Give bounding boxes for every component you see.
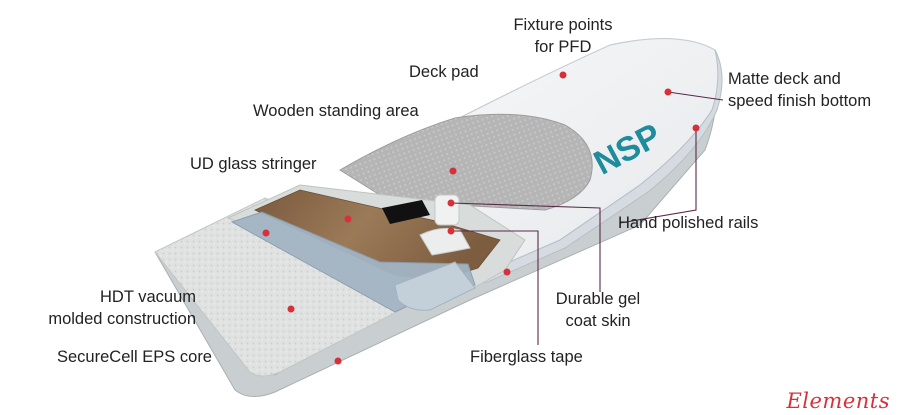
dot-hdt-vacuum: [504, 269, 511, 276]
brand-logo-elements: Elements: [786, 389, 890, 413]
label-matte-deck: Matte deck and speed finish bottom: [728, 68, 871, 112]
dot-matte-deck: [665, 89, 672, 96]
label-durable-gel: Durable gel coat skin: [543, 288, 653, 332]
label-fiberglass-tape: Fiberglass tape: [470, 346, 583, 368]
label-securecell-core: SecureCell EPS core: [57, 346, 212, 368]
dot-rails: [693, 125, 700, 132]
dot-fiberglass-tape: [448, 228, 455, 235]
label-hdt-vacuum: HDT vacuum molded construction: [10, 286, 196, 330]
dot-deck-pad: [450, 168, 457, 175]
label-ud-glass-stringer: UD glass stringer: [190, 153, 317, 175]
dot-wooden-area: [345, 216, 352, 223]
label-wooden-standing-area: Wooden standing area: [253, 100, 419, 122]
label-hand-polished-rails: Hand polished rails: [618, 212, 758, 234]
pfd-fixture-block: [435, 195, 459, 225]
label-fixture-points: Fixture points for PFD: [498, 14, 628, 58]
dot-durable-gel: [448, 200, 455, 207]
dot-securecell-core: [335, 358, 342, 365]
dot-hdt-construction: [288, 306, 295, 313]
dot-fixture-points: [560, 72, 567, 79]
dot-ud-stringer: [263, 230, 270, 237]
label-deck-pad: Deck pad: [409, 61, 479, 83]
